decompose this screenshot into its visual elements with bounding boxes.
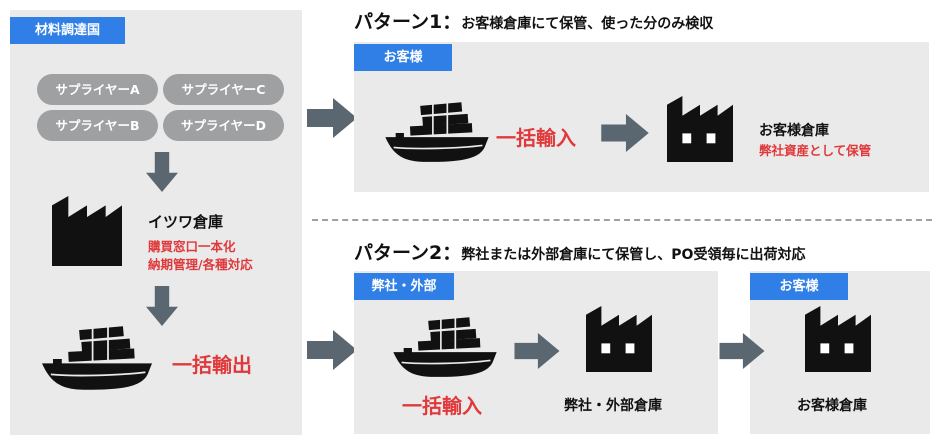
- cargo-ship-icon: [384, 102, 490, 164]
- pattern1-warehouse-note: 弊社資産として保管: [759, 143, 872, 158]
- pattern1-tag: お客様: [354, 44, 452, 71]
- pattern2-title: パターン2：弊社または外部倉庫にて保管し、PO受領毎に出荷対応: [354, 238, 805, 265]
- source-tag: 材料調達国: [10, 17, 125, 44]
- pattern2-title-small: 弊社または外部倉庫にて保管し、PO受領毎に出荷対応: [461, 247, 806, 263]
- pattern1-warehouse-label: お客様倉庫: [759, 123, 829, 139]
- pattern1-title-small: お客様倉庫にて保管、使った分のみ検収: [461, 16, 714, 32]
- arrow-right-icon: [307, 98, 357, 138]
- supplier-d: サプライヤーD: [163, 110, 284, 141]
- supplier-b: サプライヤーB: [37, 110, 158, 141]
- pattern-divider: [312, 219, 932, 221]
- itsuwa-note-1: 購買窓口一本化: [148, 239, 236, 254]
- pattern2-import-label: 一括輸入: [402, 394, 482, 418]
- arrow-down-icon: [144, 286, 180, 326]
- export-label: 一括輸出: [172, 353, 252, 377]
- factory-icon: [802, 306, 874, 372]
- arrow-right-icon: [719, 333, 765, 369]
- pattern2-warehouse-right-label: お客様倉庫: [797, 398, 867, 414]
- factory-icon: [664, 96, 736, 162]
- factory-icon: [583, 306, 655, 372]
- pattern2-warehouse-left-label: 弊社・外部倉庫: [564, 398, 662, 414]
- pattern1-import-label: 一括輸入: [496, 126, 576, 150]
- factory-icon: [50, 196, 124, 266]
- supplier-c: サプライヤーC: [163, 74, 284, 105]
- itsuwa-warehouse-label: イツワ倉庫: [148, 213, 224, 231]
- arrow-right-icon: [307, 330, 357, 370]
- pattern2-right-tag: お客様: [750, 273, 848, 300]
- pattern2-title-big: パターン2：: [354, 242, 462, 264]
- arrow-right-icon: [514, 333, 560, 369]
- pattern2-left-tag: 弊社・外部: [354, 273, 454, 300]
- arrow-right-icon: [601, 114, 649, 152]
- supplier-a: サプライヤーA: [37, 74, 158, 105]
- arrow-down-icon: [144, 152, 180, 192]
- pattern1-title-big: パターン1：: [354, 11, 462, 33]
- cargo-ship-icon: [42, 326, 152, 392]
- cargo-ship-icon: [392, 317, 498, 379]
- pattern1-title: パターン1：お客様倉庫にて保管、使った分のみ検収: [354, 7, 713, 34]
- itsuwa-note-2: 納期管理/各種対応: [148, 257, 253, 272]
